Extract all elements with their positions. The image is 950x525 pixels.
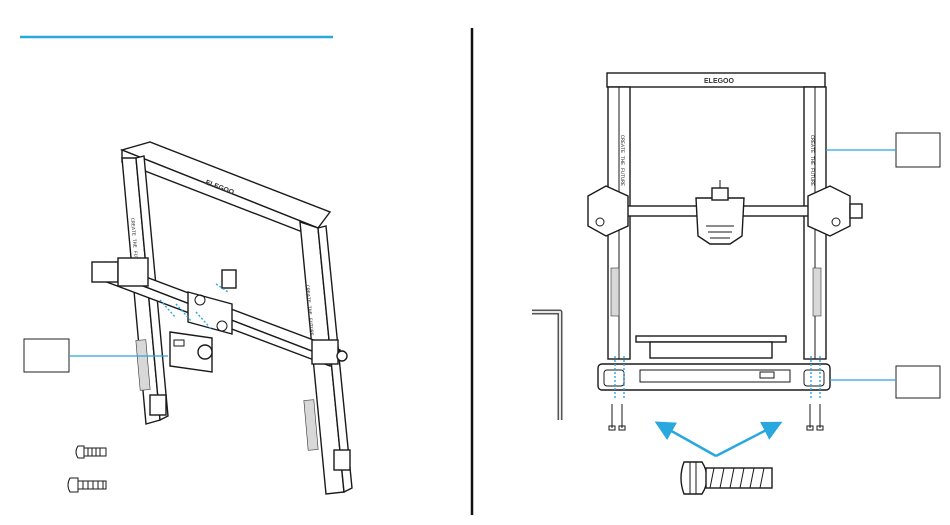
bolt-group-left <box>609 404 625 430</box>
side-slogan-front-right: CREATE THE FUTURE <box>809 135 815 186</box>
bolt-group-right <box>807 404 823 430</box>
assembly-arrows-icon <box>659 424 778 456</box>
callout-box-base <box>896 366 940 398</box>
toolhead-front <box>696 198 744 244</box>
callout-box-toolhead <box>24 339 69 372</box>
flat-head-screw-icon <box>76 446 106 458</box>
printer-frame-angled: ELEGOO CREATE THE FUTURE CREATE THE FUTU… <box>92 142 352 494</box>
callout-box-upright <box>896 133 940 167</box>
flat-head-screw-icon <box>68 478 106 492</box>
hex-key-icon <box>532 312 560 420</box>
printer-frame-front: ELEGOO CREATE THE FUTURE CREATE THE FUTU… <box>588 73 862 430</box>
socket-head-screw-icon <box>681 462 772 494</box>
side-slogan-front-left: CREATE THE FUTURE <box>619 135 625 186</box>
frame-logo-right: ELEGOO <box>704 78 735 85</box>
